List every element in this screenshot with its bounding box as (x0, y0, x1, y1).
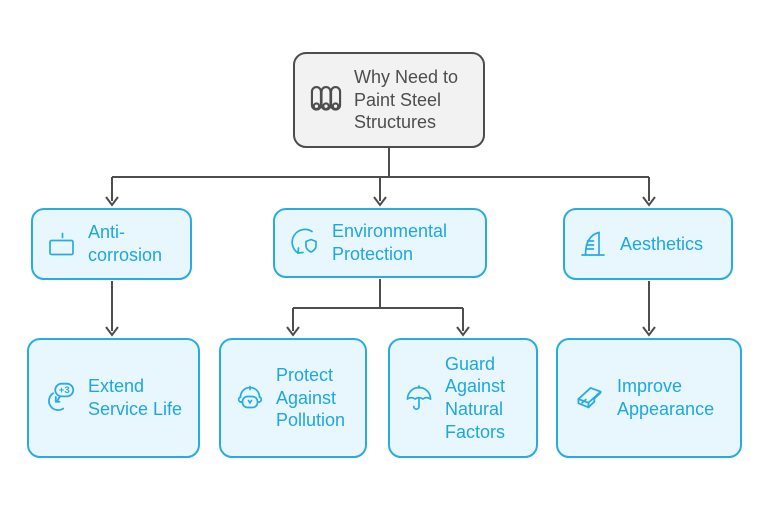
node-label: Environmental Protection (332, 221, 448, 264)
arrowhead-protect (286, 326, 300, 337)
modern-building-icon (578, 228, 610, 260)
node-aesthetics: Aesthetics (563, 208, 733, 280)
node-environmental-protection: Environmental Protection (273, 208, 487, 278)
node-label: Protect Against Pollution (276, 364, 346, 431)
arrowhead-aes (642, 196, 656, 207)
node-label: Extend Service Life (88, 376, 183, 419)
arrowhead-env (373, 196, 387, 207)
node-guard-against-natural-factors: Guard Against Natural Factors (388, 338, 538, 458)
face-mask-icon (234, 382, 266, 414)
node-label: Guard Against Natural Factors (445, 353, 506, 442)
coating-box-icon (46, 228, 78, 260)
recycle-shield-icon (288, 226, 322, 260)
arrowhead-guard (456, 326, 470, 337)
node-label: Anti-corrosion (88, 222, 163, 265)
node-label: Aesthetics (620, 233, 704, 254)
node-protect-against-pollution: Protect Against Pollution (219, 338, 367, 458)
arrowhead-anti (105, 196, 119, 207)
umbrella-icon (403, 382, 435, 414)
node-label: Why Need to Paint Steel Structures (354, 66, 459, 133)
arrowhead-extend (105, 326, 119, 337)
node-root: Why Need to Paint Steel Structures (293, 52, 485, 148)
eraser-polish-icon (571, 380, 607, 416)
svg-text:+3: +3 (59, 385, 70, 396)
node-anti-corrosion: Anti-corrosion (31, 208, 192, 280)
clock-plus-icon: +3 (42, 380, 78, 416)
node-extend-service-life: +3 Extend Service Life (27, 338, 200, 458)
steel-structure-columns-icon (308, 82, 344, 118)
node-label: Improve Appearance (617, 376, 715, 419)
arrowhead-improve (642, 326, 656, 337)
node-improve-appearance: Improve Appearance (556, 338, 742, 458)
